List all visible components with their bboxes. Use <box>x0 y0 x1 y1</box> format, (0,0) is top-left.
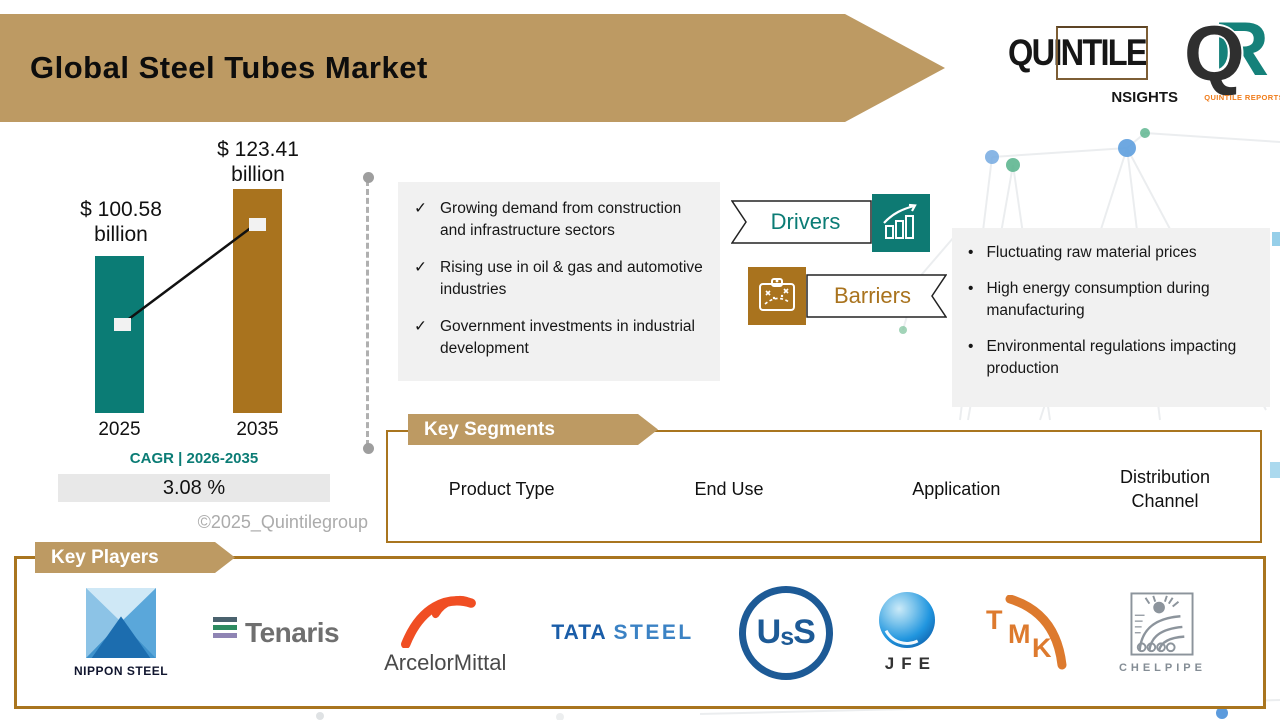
segment-application: Application <box>912 479 1001 499</box>
qr-caption: QUINTILE REPORTS <box>1204 93 1280 102</box>
strategy-board-icon <box>748 267 806 325</box>
tmk-mark-icon: T M K <box>982 594 1074 671</box>
insights-wordmark: NSIGHTS <box>1111 89 1178 106</box>
header-banner: Global Steel Tubes Market <box>0 14 945 122</box>
logo-us-steel: UsS <box>738 585 833 680</box>
tmk-letter-t: T <box>985 604 1003 635</box>
tata-label: TATA <box>551 620 607 644</box>
divider-dot-bottom <box>363 443 374 454</box>
barriers-banner-shape <box>806 274 947 318</box>
logo-tmk: T M K <box>982 594 1074 671</box>
barriers-list-panel: • Fluctuating raw material prices • High… <box>952 228 1270 407</box>
bullet-icon: • <box>968 280 974 297</box>
vertical-divider <box>363 172 374 454</box>
axis-label-2035: 2035 <box>236 419 279 440</box>
barrier-item: • Fluctuating raw material prices <box>968 242 1258 264</box>
page-title: Global Steel Tubes Market <box>30 50 428 85</box>
barrier-text: Fluctuating raw material prices <box>986 244 1197 261</box>
growth-chart-icon <box>872 194 930 252</box>
bar-value-2025: $ 100.58 billion <box>80 198 162 246</box>
tenaris-stripes-icon <box>213 617 238 638</box>
arcelormittal-label: ArcelorMittal <box>384 649 507 675</box>
cagr-value: 3.08 % <box>58 474 330 502</box>
key-players-box: NIPPON STEEL Tenaris ArcelorMittal TATA <box>14 556 1266 709</box>
qr-letter-q: Q <box>1184 9 1245 97</box>
driver-text: Growing demand from construction and inf… <box>440 200 682 239</box>
quintile-insights-logo: QUINTILE NSIGHTS <box>1008 26 1180 106</box>
jfe-label: JFE <box>884 653 937 673</box>
key-players-banner: Key Players <box>35 542 235 573</box>
drivers-list-panel: ✓ Growing demand from construction and i… <box>398 182 720 381</box>
quintile-reports-logo: R Q QUINTILE REPORTS <box>1184 7 1280 106</box>
drivers-label: Drivers <box>770 209 841 234</box>
uss-circle-icon: UsS <box>738 585 833 680</box>
bullet-icon: • <box>968 244 974 261</box>
bullet-icon: • <box>968 338 974 355</box>
driver-text: Rising use in oil & gas and automotive i… <box>440 259 703 298</box>
chelpipe-label: CHELPIPE <box>1118 661 1206 674</box>
quintile-wordmark: QUINTILE <box>1008 32 1148 73</box>
tmk-letter-m: M <box>1007 618 1031 649</box>
tenaris-label: Tenaris <box>245 616 340 648</box>
jfe-sphere-icon <box>879 591 936 648</box>
logo-frame-decoration <box>1056 26 1148 80</box>
logo-chelpipe: CHELPIPE <box>1118 591 1206 674</box>
axis-label-2025: 2025 <box>98 419 141 440</box>
logo-jfe: JFE <box>878 591 937 674</box>
uss-letter-s: S <box>793 613 816 651</box>
key-segments-box: Product Type End Use Application Distrib… <box>386 430 1262 543</box>
driver-text: Government investments in industrial dev… <box>440 318 696 357</box>
nippon-steel-mark-icon <box>86 587 157 658</box>
tmk-letter-k: K <box>1031 632 1052 663</box>
segment-product-type: Product Type <box>448 479 555 499</box>
segment-distribution-channel: Distribution Channel <box>1119 467 1210 511</box>
driver-item: ✓ Growing demand from construction and i… <box>414 198 708 242</box>
divider-dot-top <box>363 172 374 183</box>
barrier-text: Environmental regulations impacting prod… <box>986 338 1237 377</box>
chelpipe-mark-icon <box>1130 591 1194 656</box>
segment-end-use: End Use <box>694 479 764 499</box>
logo-tenaris: Tenaris <box>213 616 340 649</box>
check-icon: ✓ <box>414 200 427 217</box>
bar-value-2035: $ 123.41 billion <box>217 138 299 186</box>
bar-2025 <box>95 256 144 413</box>
logo-nippon-steel: NIPPON STEEL <box>74 587 169 678</box>
uss-letter-u: U <box>756 613 782 651</box>
logo-tata-steel: TATA STEEL <box>551 621 693 645</box>
tata-steel-label: STEEL <box>613 620 694 644</box>
bar-2035 <box>233 189 282 413</box>
barrier-item: • Environmental regulations impacting pr… <box>968 336 1258 380</box>
uss-letter-s-small: s <box>780 623 794 651</box>
drivers-banner: Drivers <box>731 200 872 244</box>
barrier-item: • High energy consumption during manufac… <box>968 278 1258 322</box>
barrier-text: High energy consumption during manufactu… <box>986 280 1210 319</box>
logo-arcelormittal: ArcelorMittal <box>384 590 506 676</box>
driver-item: ✓ Government investments in industrial d… <box>414 316 708 360</box>
cagr-label: CAGR | 2026-2035 <box>129 450 259 467</box>
barriers-banner: Barriers <box>806 274 947 318</box>
copyright-text: ©2025_Quintilegroup <box>197 512 368 532</box>
check-icon: ✓ <box>414 259 427 276</box>
nippon-steel-label: NIPPON STEEL <box>74 663 169 678</box>
key-segments-banner: Key Segments <box>408 414 658 445</box>
check-icon: ✓ <box>414 318 427 335</box>
driver-item: ✓ Rising use in oil & gas and automotive… <box>414 257 708 301</box>
barriers-label: Barriers <box>833 283 911 308</box>
qr-letter-r: R <box>1214 7 1269 92</box>
drivers-banner-shape <box>731 200 872 244</box>
arcelormittal-mark-icon <box>401 595 477 648</box>
